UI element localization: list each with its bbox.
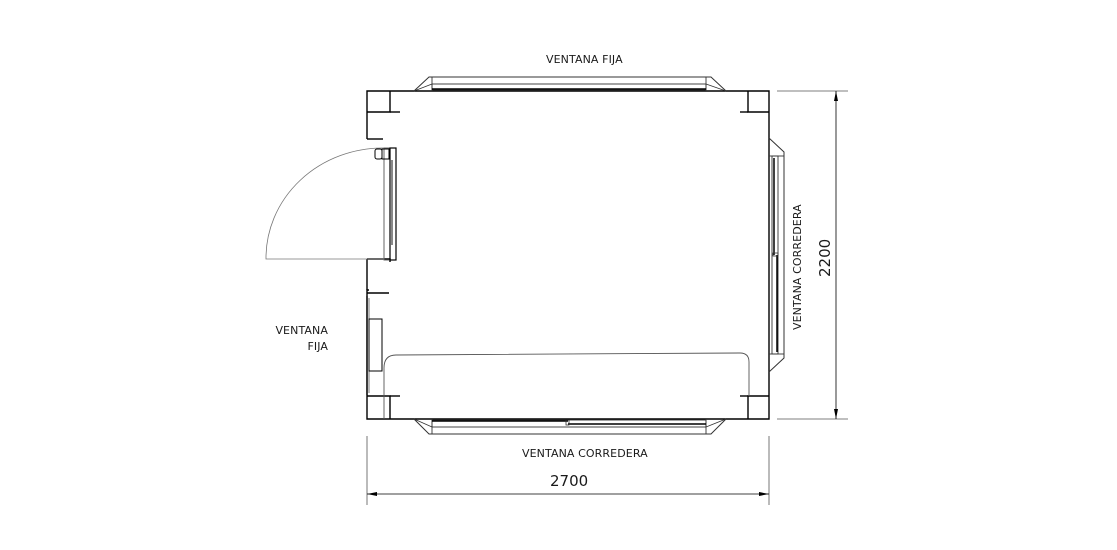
width-dimension-value: 2700 <box>550 472 589 490</box>
top-window <box>413 76 727 92</box>
right-window-label: VENTANA CORREDERA <box>791 204 804 330</box>
bottom-window <box>413 418 727 435</box>
door <box>265 147 397 261</box>
top-window-label: VENTANA FIJA <box>546 53 623 66</box>
height-dimension-value: 2200 <box>816 238 834 277</box>
left-window <box>366 296 383 395</box>
left-window-label-line1: VENTANA <box>275 324 328 337</box>
dimension-arrows <box>367 91 838 496</box>
right-window <box>768 137 785 373</box>
bench <box>383 352 750 419</box>
dimension-lines <box>366 90 848 505</box>
left-window-label-line2: FIJA <box>307 340 328 353</box>
outer-walls <box>366 90 770 420</box>
bottom-window-label: VENTANA CORREDERA <box>522 447 648 460</box>
